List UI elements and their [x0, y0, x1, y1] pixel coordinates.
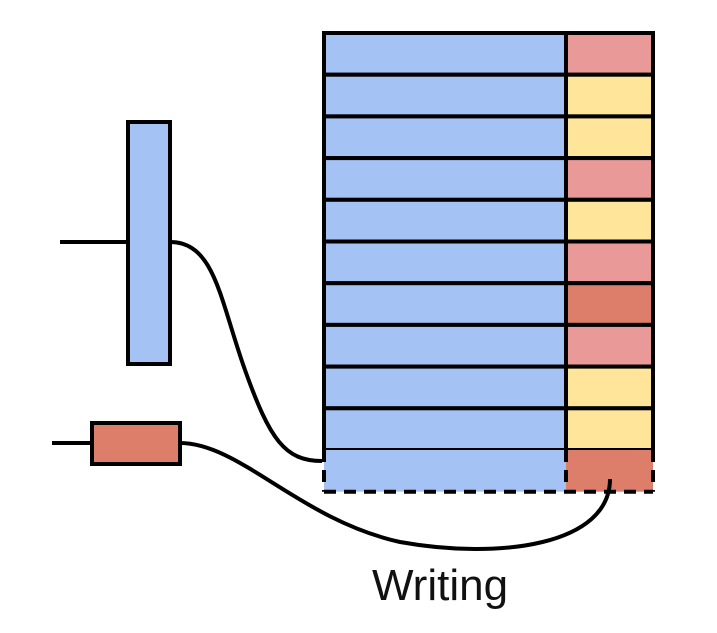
memory-key-cell: [322, 406, 568, 452]
key-vector: [126, 120, 172, 366]
memory-key-cell: [322, 281, 568, 327]
memory-key-cell: [322, 364, 568, 411]
memory-value-cell: [564, 156, 655, 202]
memory-key-cell: [322, 156, 568, 202]
memory-key-cell: [322, 197, 568, 244]
memory-key-cell: [322, 114, 568, 161]
memory-value-cell: [564, 281, 655, 327]
memory-rows: [322, 31, 655, 452]
memory-value-cell: [564, 406, 655, 452]
value-write-curve: [179, 441, 612, 551]
memory-value-cell: [564, 31, 655, 77]
new-memory-row: [322, 450, 655, 494]
memory-key-cell: [322, 31, 568, 77]
value-vector: [90, 421, 182, 466]
memory-key-cell: [322, 322, 568, 369]
memory-value-cell: [564, 322, 655, 369]
memory-value-cell: [564, 72, 655, 119]
caption: Writing: [372, 561, 508, 610]
memory-value-cell: [564, 197, 655, 244]
memory-key-cell: [322, 239, 568, 286]
memory-value-cell: [564, 364, 655, 411]
new-key-cell: [324, 450, 566, 492]
memory-value-cell: [564, 239, 655, 286]
memory-key-cell: [322, 72, 568, 119]
key-write-curve: [169, 240, 323, 463]
memory-value-cell: [564, 114, 655, 161]
